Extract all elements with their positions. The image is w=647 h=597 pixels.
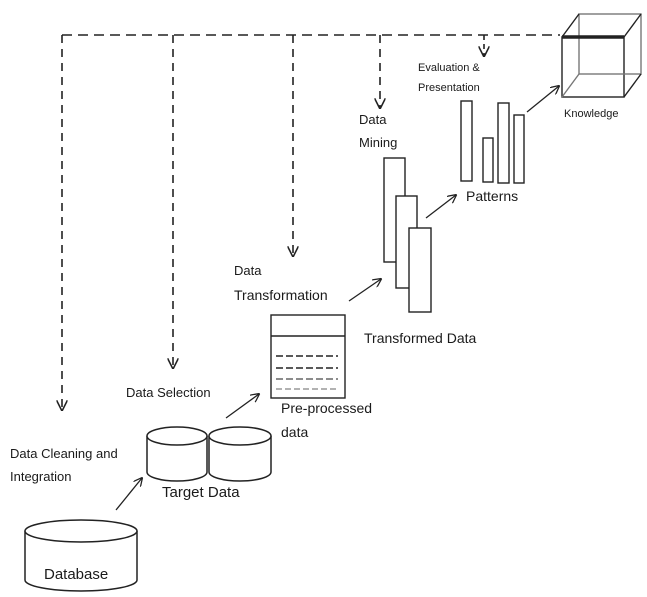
data-mining-label-line1: Data <box>359 112 387 127</box>
data-cleaning-label-line1: Data Cleaning and <box>10 446 118 461</box>
arrow-database-to-target <box>115 478 142 511</box>
data-transformation-label-line1: Data <box>234 263 262 278</box>
database-label: Database <box>44 566 109 583</box>
database-cylinder <box>24 519 138 592</box>
patterns-bars <box>460 100 525 184</box>
data-selection-label: Data Selection <box>126 385 211 400</box>
patterns-label: Patterns <box>466 188 519 204</box>
arrow-preprocessed-to-transformed <box>348 279 381 302</box>
target-data-cylinder-2 <box>208 426 272 482</box>
arrow-target-to-preprocessed <box>225 394 259 419</box>
target-data-cylinder-1 <box>146 426 208 482</box>
preprocessed-label-line2: data <box>281 424 309 440</box>
evaluation-label-line2: Presentation <box>418 82 480 94</box>
transformed-data-label: Transformed Data <box>364 330 477 346</box>
feedback-lines <box>62 34 560 410</box>
knowledge-label: Knowledge <box>564 108 619 120</box>
preprocessed-data-table <box>270 314 346 399</box>
transformed-data-bars <box>383 157 432 313</box>
data-mining-label-line2: Mining <box>359 135 398 150</box>
flow-arrows <box>115 86 559 511</box>
data-transformation-label-line2: Transformation <box>234 287 328 303</box>
data-cleaning-label-line2: Integration <box>10 469 72 484</box>
arrow-transformed-to-patterns <box>425 195 456 219</box>
preprocessed-label-line1: Pre-processed <box>281 400 373 416</box>
knowledge-cube <box>561 13 642 98</box>
arrow-patterns-to-knowledge <box>526 86 559 113</box>
target-data-label: Target Data <box>162 484 240 501</box>
evaluation-label-line1: Evaluation & <box>418 62 480 74</box>
